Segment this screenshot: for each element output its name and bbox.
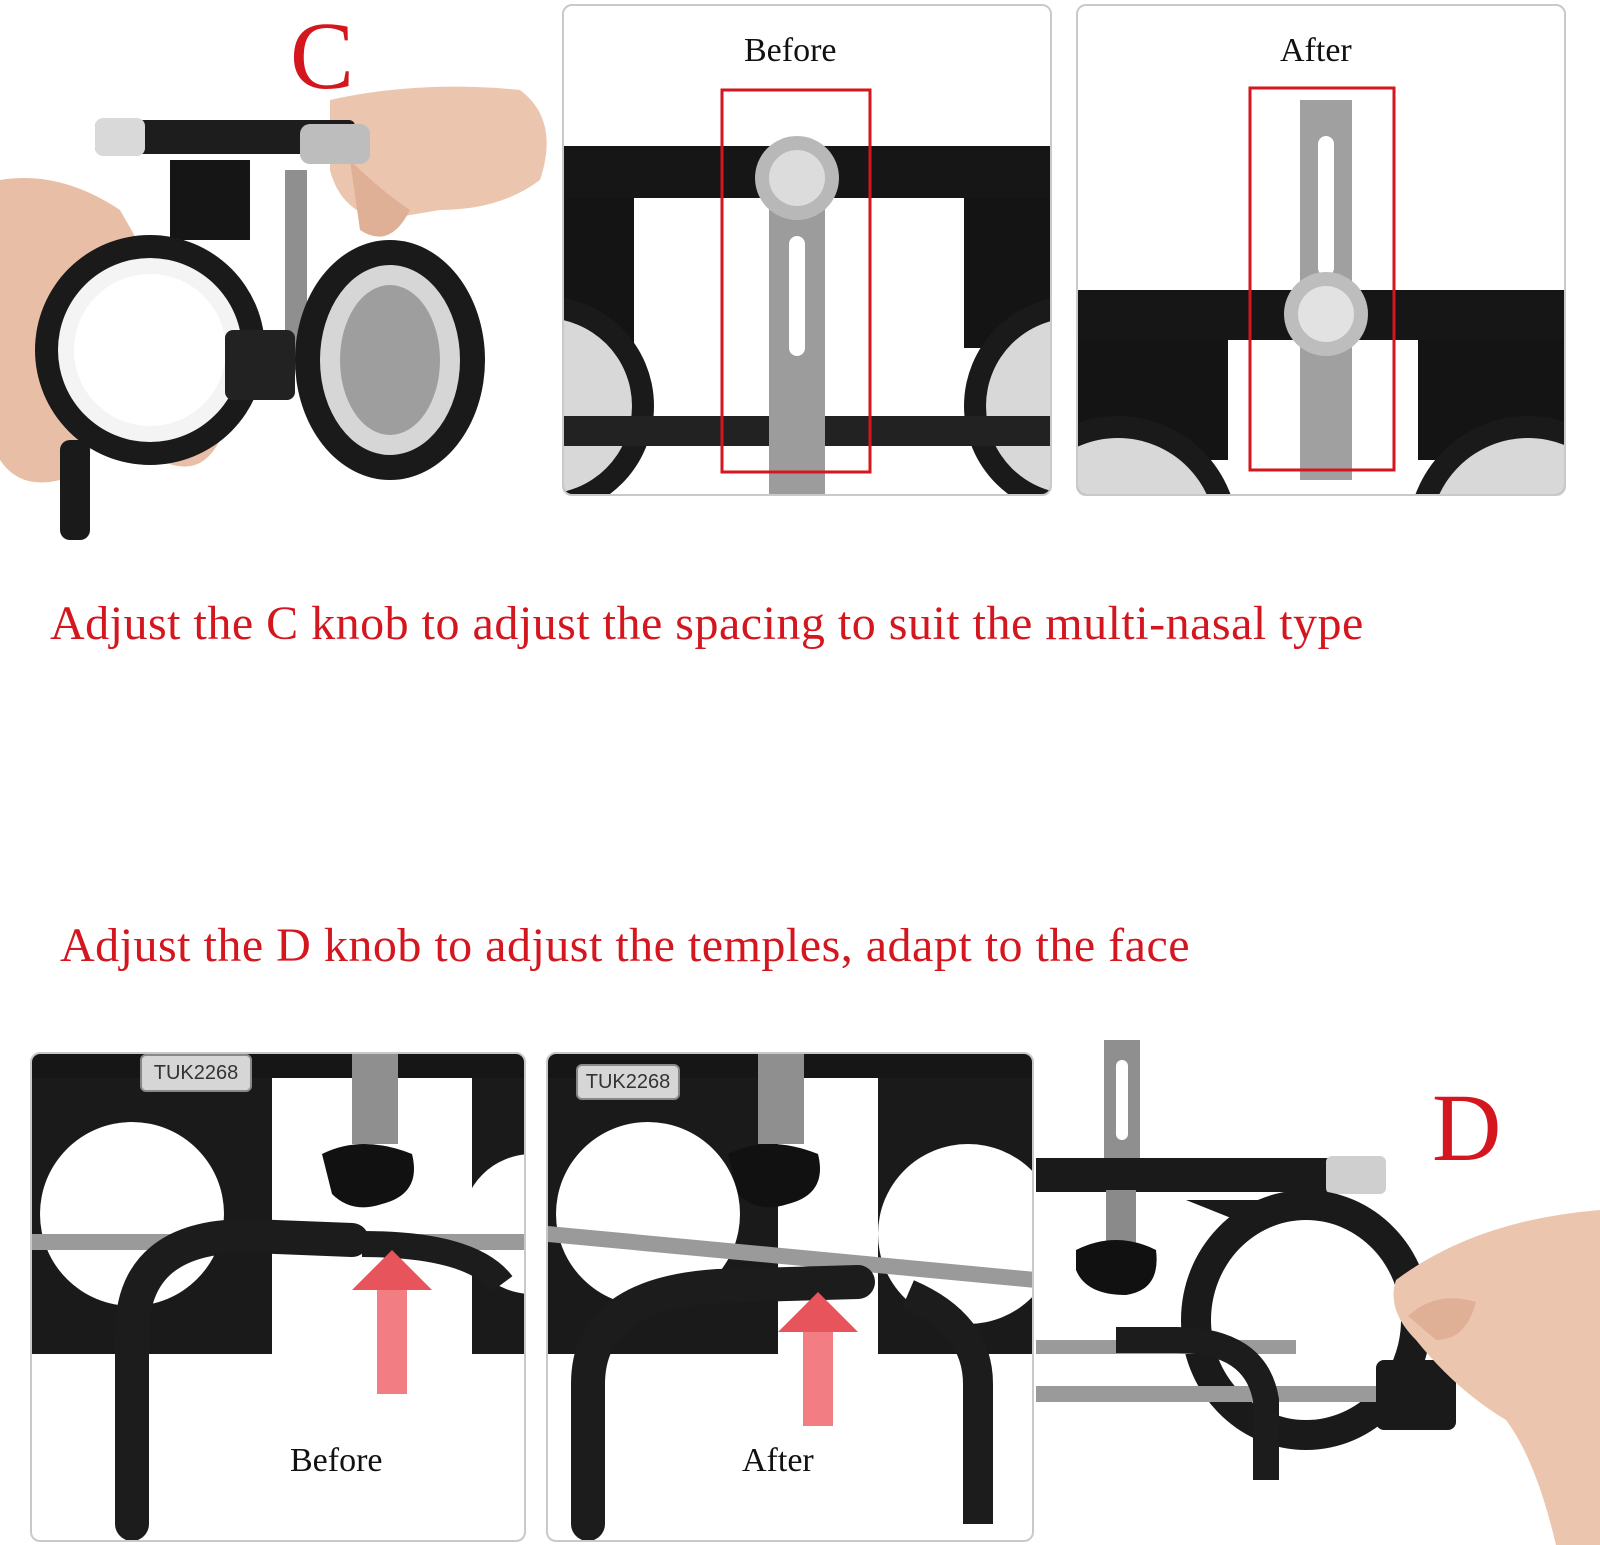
- d-before-frame-tag: TUK2268: [140, 1054, 252, 1092]
- d-before-panel: TUK2268 Before: [30, 1052, 526, 1542]
- d-after-panel: TUK2268 After: [546, 1052, 1034, 1542]
- c-knob-caption: Adjust the C knob to adjust the spacing …: [50, 597, 1364, 650]
- c-before-label: Before: [744, 32, 837, 69]
- d-after-label: After: [742, 1442, 814, 1479]
- d-before-label: Before: [290, 1442, 383, 1479]
- letter-c-marker: C: [290, 2, 355, 109]
- d-knob-caption: Adjust the D knob to adjust the temples,…: [60, 919, 1191, 972]
- temple-adjust-hand-photo: D: [1036, 1040, 1600, 1545]
- letter-d-marker: D: [1432, 1074, 1502, 1181]
- c-before-panel: Before: [562, 4, 1052, 496]
- trial-frame-hands-photo: [0, 60, 560, 560]
- c-after-panel: After: [1076, 4, 1566, 496]
- d-after-frame-tag: TUK2268: [576, 1064, 680, 1100]
- c-after-label: After: [1280, 32, 1352, 69]
